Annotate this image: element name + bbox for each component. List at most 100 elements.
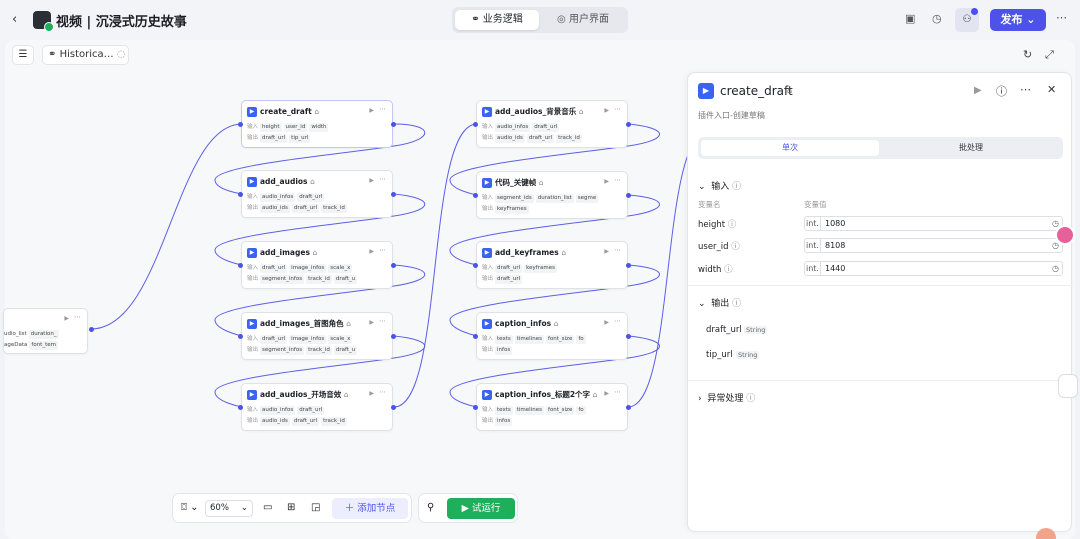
variable-icon[interactable]: ◷ [1052,241,1059,250]
edit-icon[interactable]: ✎ [175,13,185,26]
input-handle[interactable] [473,405,478,410]
run-icon[interactable]: ▶ [604,319,609,326]
output-handle[interactable] [391,192,396,197]
debug-icon[interactable]: ⚲ [427,502,435,513]
mouse-mode-icon[interactable]: ⌼ ⌄ [181,502,199,513]
input-handle[interactable] [473,334,478,339]
more-icon[interactable]: ⋯ [1056,11,1067,24]
add-node-button[interactable]: ＋ 添加节点 [332,498,408,519]
width-field[interactable]: int.1440◷ [804,261,1063,276]
input-handle[interactable] [238,192,243,197]
more-icon[interactable]: ⋯ [1020,83,1031,96]
output-handle[interactable] [626,122,631,127]
assistant-icon[interactable] [1055,225,1075,245]
plugin-icon: ▶ [247,248,257,258]
collaborators-button[interactable]: ⚇ [955,8,979,32]
node-more-icon[interactable]: ⋯ [614,176,621,184]
node-more-icon[interactable]: ⋯ [614,246,621,254]
input-handle[interactable] [238,405,243,410]
node-more-icon[interactable]: ⋯ [379,175,386,183]
code-icon: ▶ [482,178,492,188]
close-icon[interactable]: ✕ [1047,83,1057,96]
publish-button[interactable]: 发布 ⌄ [990,9,1046,31]
height-field[interactable]: int.1080◷ [804,216,1063,231]
expand-icon[interactable]: ⤢ [1045,48,1054,61]
output-handle[interactable] [89,327,94,332]
run-icon[interactable]: ▶ [604,178,609,185]
input-handle[interactable] [238,334,243,339]
node-more-icon[interactable]: ⋯ [74,313,81,321]
info-icon: ⓘ [746,394,756,404]
output-handle[interactable] [626,263,631,268]
output-handle[interactable] [626,405,631,410]
tab-business-logic[interactable]: ⚭ 业务逻辑 [455,10,539,30]
help-icon[interactable]: ⓘ [996,85,1007,98]
output-handle[interactable] [626,193,631,198]
back-icon[interactable]: ‹ [12,12,18,27]
test-run-button[interactable]: ▶ 试运行 [447,498,515,519]
version-icon[interactable]: ⌂ [787,86,793,95]
run-icon[interactable]: ▶ [604,248,609,255]
run-icon[interactable]: ▶ [369,177,374,184]
input-handle[interactable] [473,122,478,127]
node-more-icon[interactable]: ⋯ [379,388,386,396]
input-handle[interactable] [238,263,243,268]
run-icon[interactable]: ▶ [369,107,374,114]
node-more-icon[interactable]: ⋯ [379,246,386,254]
variable-icon[interactable]: ◷ [1052,219,1059,228]
node-more-icon[interactable]: ⋯ [614,388,621,396]
run-icon[interactable]: ▶ [974,85,982,96]
run-icon[interactable]: ▶ [604,390,609,397]
input-handle[interactable] [473,263,478,268]
output-handle[interactable] [391,263,396,268]
tab-single[interactable]: 单次 [701,140,879,156]
run-icon[interactable]: ▶ [369,390,374,397]
minimap-icon[interactable]: ◲ [311,502,321,513]
tab-batch[interactable]: 批处理 [959,143,983,152]
history-version-button[interactable]: ⚭ Historica… ◌ [42,45,129,65]
exception-section-header[interactable]: › 异常处理 ⓘ [698,391,755,404]
run-icon[interactable]: ▶ [369,248,374,255]
input-handle[interactable] [238,122,243,127]
node-more-icon[interactable]: ⋯ [614,105,621,113]
side-dock-icon[interactable] [1058,374,1078,398]
output-handle[interactable] [626,334,631,339]
refresh-icon[interactable]: ↻ [1023,48,1033,61]
save-icon[interactable]: ▣ [905,12,916,25]
output-section-header[interactable]: ⌄ 输出 ⓘ [698,296,741,309]
user-id-field[interactable]: int.8108◷ [804,238,1063,253]
run-icon[interactable]: ▶ [604,107,609,114]
input-handle[interactable] [473,193,478,198]
variable-icon[interactable]: ◷ [1052,264,1059,273]
node-more-icon[interactable]: ⋯ [379,317,386,325]
row-label: 输出 [247,347,259,353]
outline-toggle-icon[interactable]: ☰ [12,45,34,65]
run-icon[interactable]: ▶ [369,319,374,326]
tab-user-interface[interactable]: ◎ 用户界面 [541,10,625,30]
output-handle[interactable] [391,334,396,339]
input-section-header[interactable]: ⌄ 输入 ⓘ [698,179,741,192]
layout-icon[interactable]: ⊞ [287,502,296,513]
output-handle[interactable] [391,122,396,127]
zoom-select[interactable]: 60% ⌄ [205,500,253,517]
node-more-icon[interactable]: ⋯ [379,105,386,113]
output-handle[interactable] [391,405,396,410]
run-icon[interactable]: ▶ [64,315,69,322]
history-icon[interactable]: ◷ [932,12,942,25]
version-icon: ⌂ [578,107,584,116]
comment-icon[interactable]: ▭ [263,502,273,513]
port-chip: draft_url [297,406,325,415]
node-more-icon[interactable]: ⋯ [614,317,621,325]
